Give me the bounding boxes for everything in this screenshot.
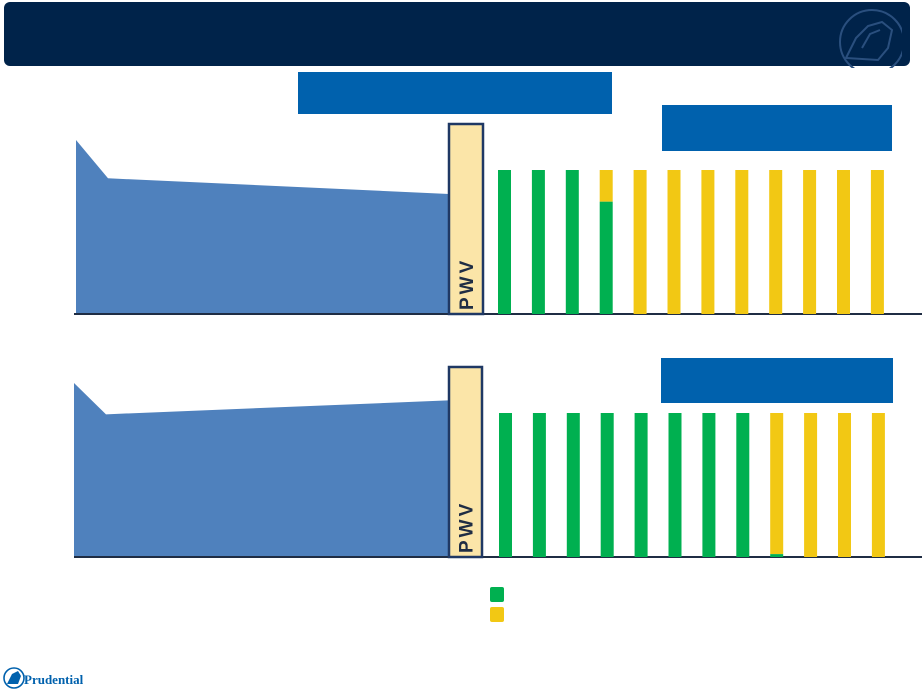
bar-1-11-yellow — [837, 170, 850, 314]
bar-1-6-yellow — [667, 170, 681, 314]
bar-1-9-yellow — [769, 170, 783, 314]
bar-2-4-green — [600, 413, 614, 557]
pwv-label-1: PWV — [457, 258, 478, 310]
banner-bottom-right — [661, 358, 893, 403]
bar-2-9-green — [770, 554, 784, 557]
company-name: Prudential — [24, 672, 84, 687]
bar-2-10-yellow — [804, 413, 818, 557]
bar-1-3-green — [565, 170, 579, 314]
pwv-label-2: PWV — [457, 501, 478, 553]
bar-2-3-green — [566, 413, 580, 557]
prudential-rock-icon — [3, 667, 25, 689]
bar-1-4-green — [599, 201, 613, 314]
area-series-2 — [74, 383, 448, 557]
bar-2-12-yellow — [871, 413, 885, 557]
header-bar — [4, 2, 910, 68]
bar-1-2-green — [531, 170, 545, 314]
bar-2-6-green — [668, 413, 682, 557]
banner-top-center — [298, 72, 612, 114]
bar-1-4-yellow — [599, 170, 613, 202]
bar-2-2-green — [532, 413, 546, 557]
bar-2-9-yellow — [770, 413, 784, 555]
bar-1-10-yellow — [803, 170, 817, 314]
bar-1-5-yellow — [633, 170, 647, 314]
pwv-box-2 — [447, 365, 484, 559]
bar-2-11-yellow — [838, 413, 851, 557]
pwv-box-1 — [447, 122, 485, 316]
bar-1-1-green — [498, 170, 511, 314]
bar-1-7-yellow — [701, 170, 715, 314]
bar-1-8-yellow — [735, 170, 749, 314]
legend-swatch-green — [490, 587, 504, 602]
bar-2-1-green — [499, 413, 512, 557]
bar-2-8-green — [736, 413, 750, 557]
banner-top-right — [662, 105, 892, 151]
area-series-1 — [76, 140, 449, 314]
bar-2-5-green — [634, 413, 648, 557]
legend-swatch-yellow — [490, 607, 504, 622]
rock-of-gibraltar-icon — [839, 9, 902, 68]
bar-2-7-green — [702, 413, 716, 557]
bar-1-12-yellow — [870, 170, 884, 314]
